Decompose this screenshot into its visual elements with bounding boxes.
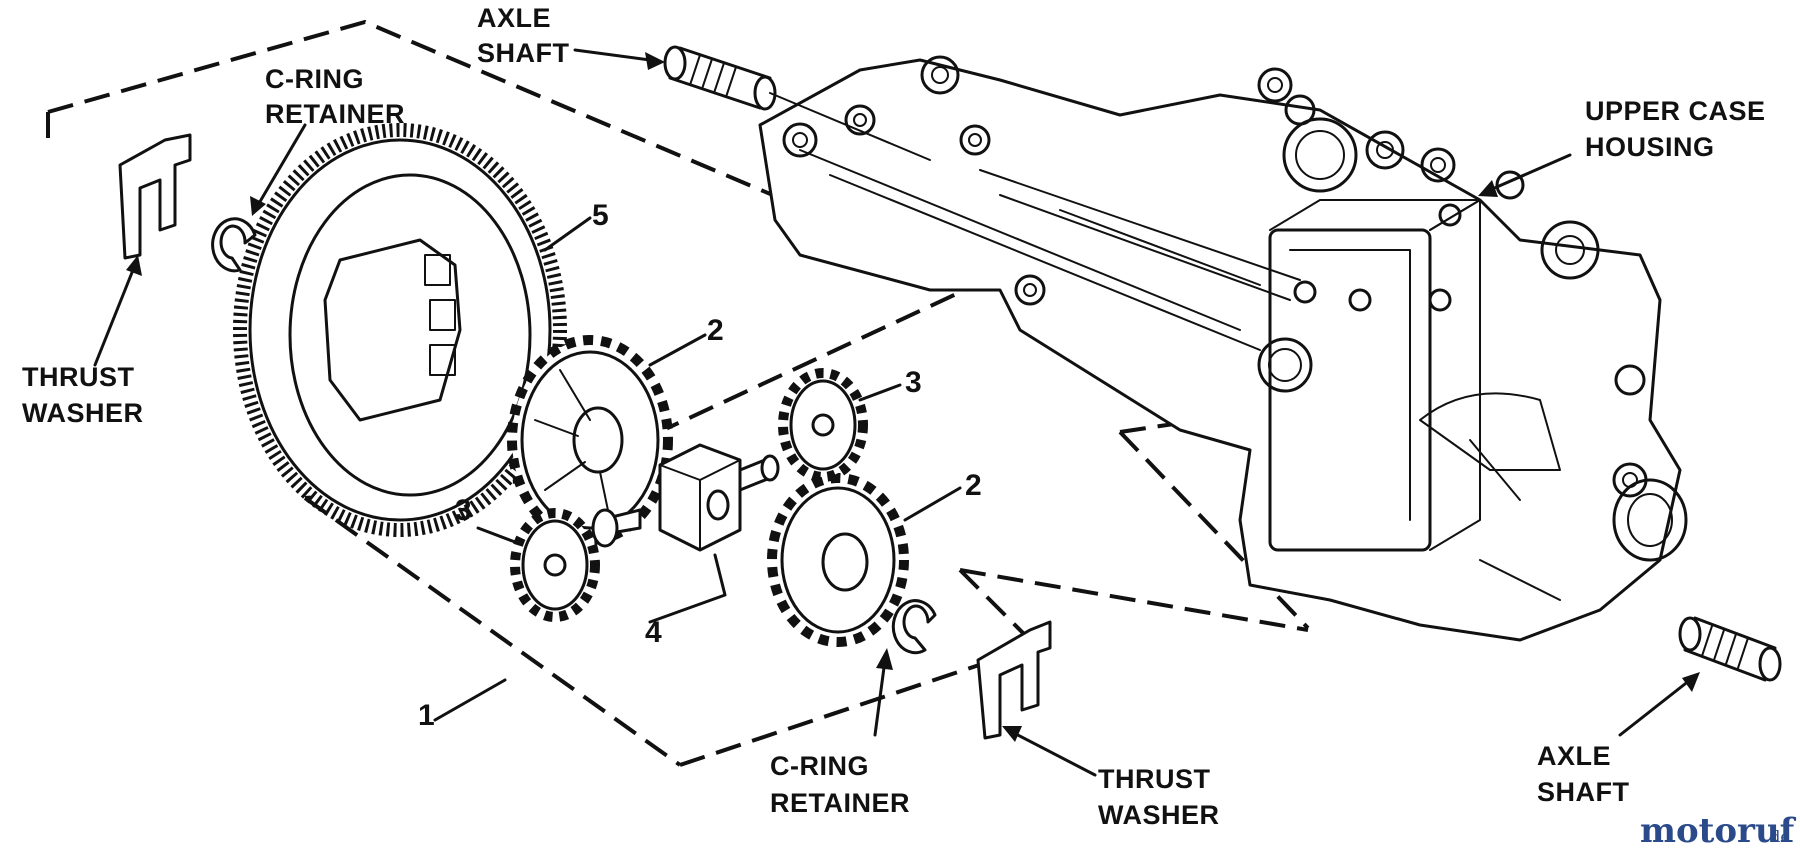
label-c-ring-bottom-l2: RETAINER (770, 788, 910, 818)
label-thrust-left-l2: WASHER (22, 398, 144, 428)
label-c-ring-bottom-l1: C-RING (770, 751, 869, 781)
callout-pinion-right: 3 (905, 366, 922, 399)
label-upper-case-l1: UPPER CASE (1585, 96, 1766, 126)
leader-lines (93, 48, 1700, 777)
label-axle-shaft-top-l2: SHAFT (477, 38, 570, 68)
label-c-ring-top-l1: C-RING (265, 64, 364, 94)
thrust-washer-left (118, 133, 192, 260)
watermark-brand: motoruf (1640, 811, 1797, 851)
upper-case-housing (758, 55, 1688, 642)
label-axle-shaft-bottom-l2: SHAFT (1537, 777, 1630, 807)
callout-numbers: 5 2 3 3 2 4 1 (418, 199, 982, 732)
label-thrust-bottom-l1: THRUST (1098, 764, 1211, 794)
callout-bevel-gear-bottom: 2 (965, 469, 982, 502)
label-upper-case-l2: HOUSING (1585, 132, 1715, 162)
part-labels: AXLE SHAFT C-RING RETAINER UPPER CASE HO… (22, 3, 1766, 830)
c-ring-retainer-bottom (891, 599, 937, 655)
pinion-gear-right (778, 368, 868, 482)
callout-cross-shaft: 4 (645, 616, 662, 649)
callout-bevel-gear-top: 2 (707, 314, 724, 347)
callout-ring-gear: 5 (592, 199, 609, 232)
c-ring-retainer-top (211, 217, 257, 273)
label-axle-shaft-bottom-l1: AXLE (1537, 741, 1611, 771)
watermark-tld: .de (1765, 827, 1790, 846)
label-axle-shaft-top-l1: AXLE (477, 3, 551, 33)
label-c-ring-top-l2: RETAINER (265, 99, 405, 129)
watermark-logo: motoruf .de (1640, 811, 1797, 851)
pinion-gear-left (510, 508, 600, 622)
bevel-gear-bottom (767, 473, 909, 647)
label-thrust-left-l1: THRUST (22, 362, 135, 392)
axle-shaft-top (663, 45, 931, 161)
ring-gear (233, 123, 567, 537)
axle-shaft-bottom (1678, 616, 1782, 682)
bevel-gear-top (507, 335, 673, 545)
label-thrust-bottom-l2: WASHER (1098, 800, 1220, 830)
callout-pinion-left: 3 (455, 494, 472, 527)
cross-shaft (591, 443, 780, 552)
thrust-washer-bottom (976, 620, 1052, 740)
callout-assembly: 1 (418, 699, 435, 732)
